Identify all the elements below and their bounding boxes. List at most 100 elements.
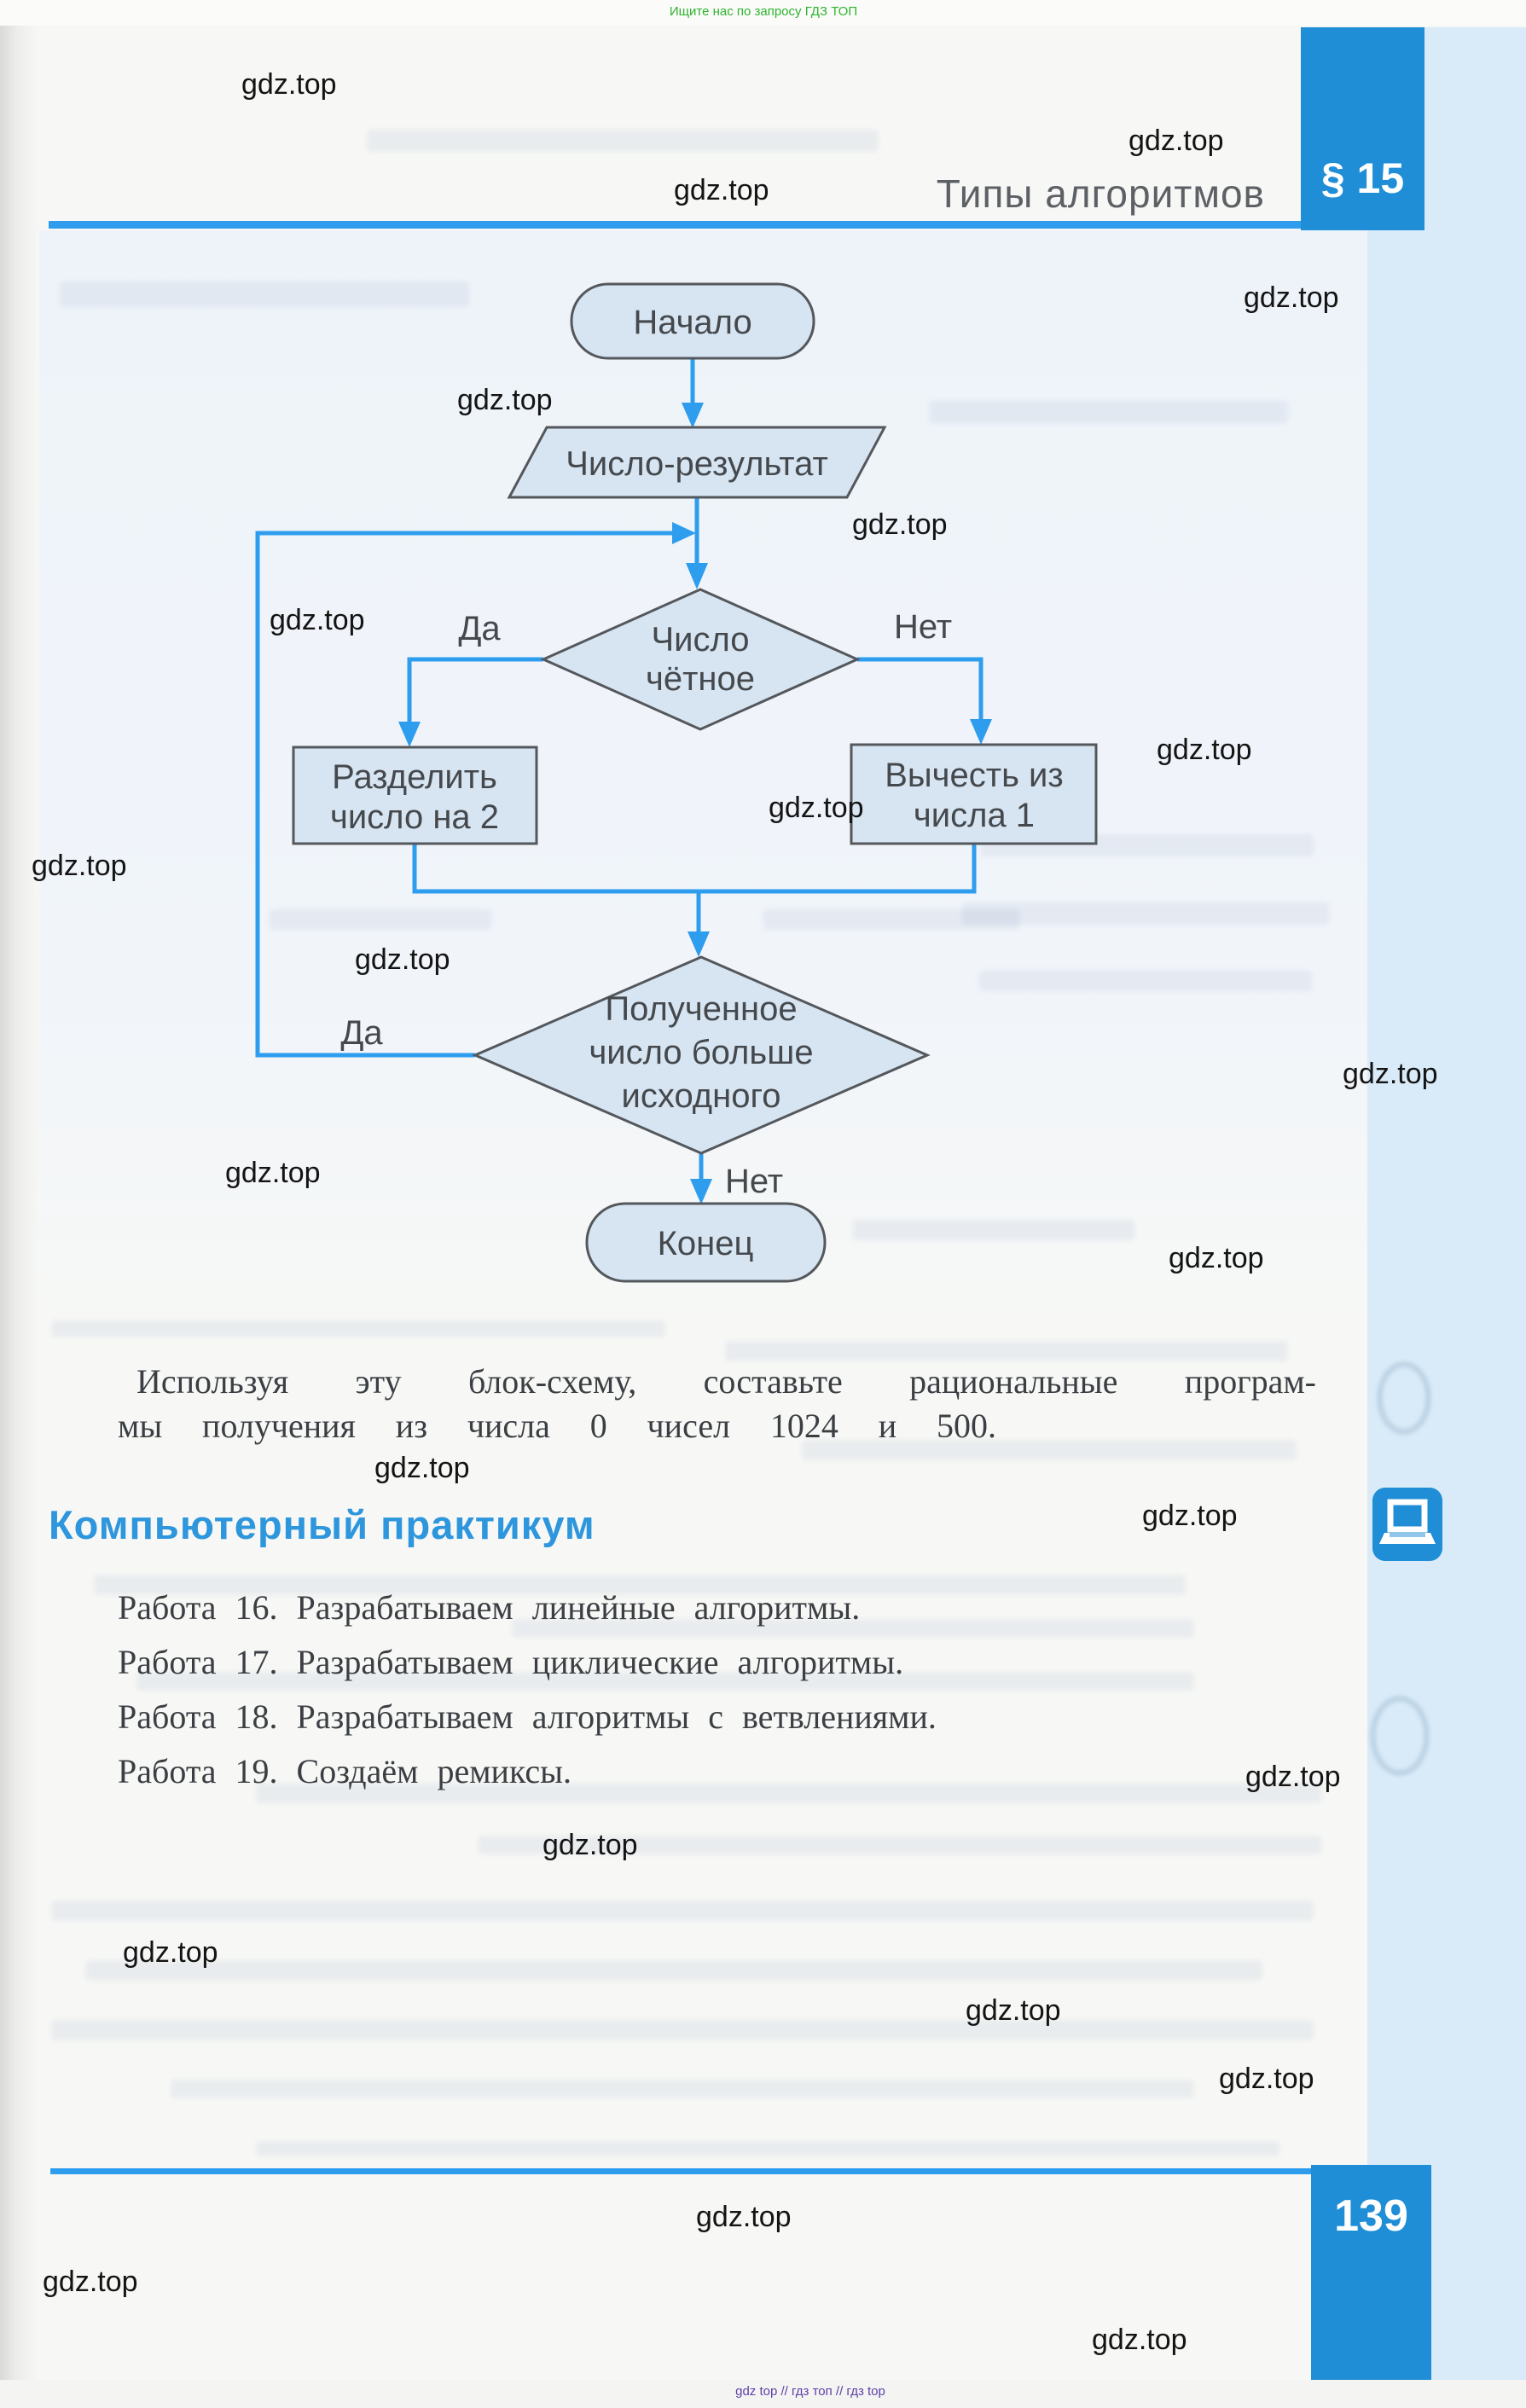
- watermark-text: gdz.top: [374, 1452, 470, 1484]
- label-no1: Нет: [894, 608, 952, 646]
- label-no2: Нет: [725, 1163, 783, 1200]
- node-divide: [292, 746, 538, 845]
- watermark-text: gdz.top: [241, 68, 337, 101]
- ghost-text-artifact: [853, 1220, 1134, 1240]
- node-io: [507, 426, 887, 499]
- label-start: Начало: [633, 304, 751, 341]
- watermark-text: gdz.top: [457, 384, 553, 416]
- watermark-text: gdz.top: [32, 850, 127, 882]
- watermark-text: gdz.top: [1129, 125, 1224, 157]
- label-decision2-line2: число больше: [589, 1034, 813, 1071]
- book-gutter-shadow: [0, 0, 39, 2408]
- exercise-text-line1: Используя эту блок-схему, составьте раци…: [136, 1362, 1316, 1401]
- watermark-text: gdz.top: [1244, 281, 1339, 314]
- flowchart-diagram: Начало Число-результат Число чётное Да Н…: [255, 282, 1098, 1283]
- merge-lines: [412, 844, 977, 933]
- side-color-column: [1367, 27, 1526, 2380]
- arrowhead-icon: [690, 1179, 712, 1204]
- ghost-ring: [1377, 1361, 1431, 1435]
- label-decision2-line1: Полученное: [605, 990, 797, 1028]
- practicum-list: Работа 16. Разрабатываем линейные алгори…: [118, 1581, 1329, 1799]
- ghost-text-artifact: [136, 1672, 1194, 1691]
- watermark-text: gdz.top: [966, 1994, 1061, 2027]
- watermark-text: gdz.top: [696, 2201, 792, 2233]
- label-decision1-line2: чётное: [646, 660, 755, 698]
- node-decision-even: [540, 588, 861, 731]
- scan-bottom-strip: [0, 2380, 1526, 2408]
- header-rule: [49, 221, 1301, 229]
- label-decision1-line1: Число: [651, 621, 749, 659]
- practicum-item: Работа 19. Создаём ремиксы.: [118, 1752, 572, 1790]
- ghost-text-artifact: [270, 909, 491, 930]
- watermark-text: gdz.top: [1169, 1242, 1264, 1274]
- page-number-badge: 139: [1311, 2165, 1431, 2380]
- arrowhead-icon: [686, 563, 708, 589]
- node-subtract: [850, 743, 1098, 845]
- ghost-ring: [1370, 1696, 1430, 1776]
- label-decision2-line3: исходного: [622, 1077, 781, 1115]
- label-subtract-line1: Вычесть из: [885, 757, 1063, 794]
- ghost-text-artifact: [367, 130, 879, 152]
- page-number: 139: [1334, 2191, 1408, 2241]
- arrowhead-icon: [672, 522, 696, 544]
- watermark-text: gdz.top: [43, 2266, 138, 2298]
- ghost-text-artifact: [256, 1783, 1322, 1803]
- watermark-text: gdz.top: [1343, 1058, 1438, 1090]
- node-decision-greater: [472, 955, 931, 1155]
- exercise-text-line2: мы получения из числа 0 чисел 1024 и 500…: [118, 1407, 996, 1445]
- laptop-icon: [1372, 1488, 1442, 1561]
- practicum-item: Работа 17. Разрабатываем циклические алг…: [118, 1643, 904, 1681]
- arrowhead-icon: [682, 403, 704, 428]
- label-io: Число-результат: [566, 445, 828, 483]
- watermark-text: gdz.top: [1142, 1500, 1238, 1532]
- watermark-text: gdz.top: [1157, 734, 1252, 766]
- page-title: Типы алгоритмов: [936, 171, 1265, 216]
- watermark-text: gdz.top: [1092, 2324, 1187, 2356]
- watermark-text: gdz.top: [225, 1157, 321, 1189]
- label-yes1: Да: [458, 610, 501, 647]
- watermark-text: gdz.top: [355, 943, 450, 976]
- ghost-text-artifact: [930, 401, 1288, 423]
- label-subtract-line2: числа 1: [914, 797, 1035, 834]
- node-start: [570, 282, 815, 360]
- ghost-text-artifact: [60, 281, 469, 307]
- node-end: [585, 1202, 827, 1283]
- watermark-text: gdz.top: [769, 792, 864, 824]
- watermark-text: gdz.top: [674, 174, 769, 206]
- branch-yes1: [407, 657, 543, 723]
- ghost-text-artifact: [51, 1900, 1314, 1921]
- ghost-text-artifact: [85, 1960, 1262, 1981]
- watermark-text: gdz.top: [1219, 2063, 1314, 2095]
- practicum-item: Работа 18. Разрабатываем алгоритмы с вет…: [118, 1697, 937, 1736]
- arrowhead-icon: [398, 722, 421, 747]
- footer-promo-text: gdz top // гдз топ // гдз top: [735, 2384, 885, 2399]
- ghost-text-artifact: [94, 1575, 1186, 1595]
- watermark-text: gdz.top: [123, 1936, 218, 1969]
- ghost-text-artifact: [51, 2020, 1314, 2040]
- footer-rule: [50, 2168, 1311, 2174]
- ghost-text-artifact: [512, 1619, 1194, 1638]
- practicum-heading: Компьютерный практикум: [49, 1502, 595, 1547]
- ghost-text-artifact: [725, 1341, 1288, 1361]
- ghost-text-artifact: [256, 2141, 1279, 2156]
- ghost-text-artifact: [478, 1836, 1322, 1854]
- ghost-text-artifact: [171, 2080, 1194, 2098]
- ghost-text-artifact: [979, 971, 1312, 991]
- label-divide-line1: Разделить: [332, 758, 497, 796]
- practicum-item: Работа 16. Разрабатываем линейные алгори…: [118, 1588, 861, 1627]
- branch-no1: [857, 657, 983, 721]
- promo-banner: Ищите нас по запросу ГДЗ ТОП: [669, 4, 858, 19]
- watermark-text: gdz.top: [270, 604, 365, 636]
- ghost-text-artifact: [763, 909, 1019, 930]
- label-end: Конец: [658, 1225, 754, 1262]
- loop-back-line: [255, 531, 672, 1058]
- label-divide-line2: число на 2: [330, 798, 499, 836]
- watermark-text: gdz.top: [1245, 1761, 1341, 1793]
- arrowhead-icon: [688, 931, 710, 957]
- watermark-text: gdz.top: [543, 1829, 638, 1861]
- ghost-text-artifact: [802, 1440, 1297, 1460]
- label-yes2: Да: [340, 1014, 383, 1052]
- watermark-text: gdz.top: [852, 508, 948, 541]
- section-number: § 15: [1320, 154, 1405, 202]
- scan-top-strip: [0, 0, 1526, 26]
